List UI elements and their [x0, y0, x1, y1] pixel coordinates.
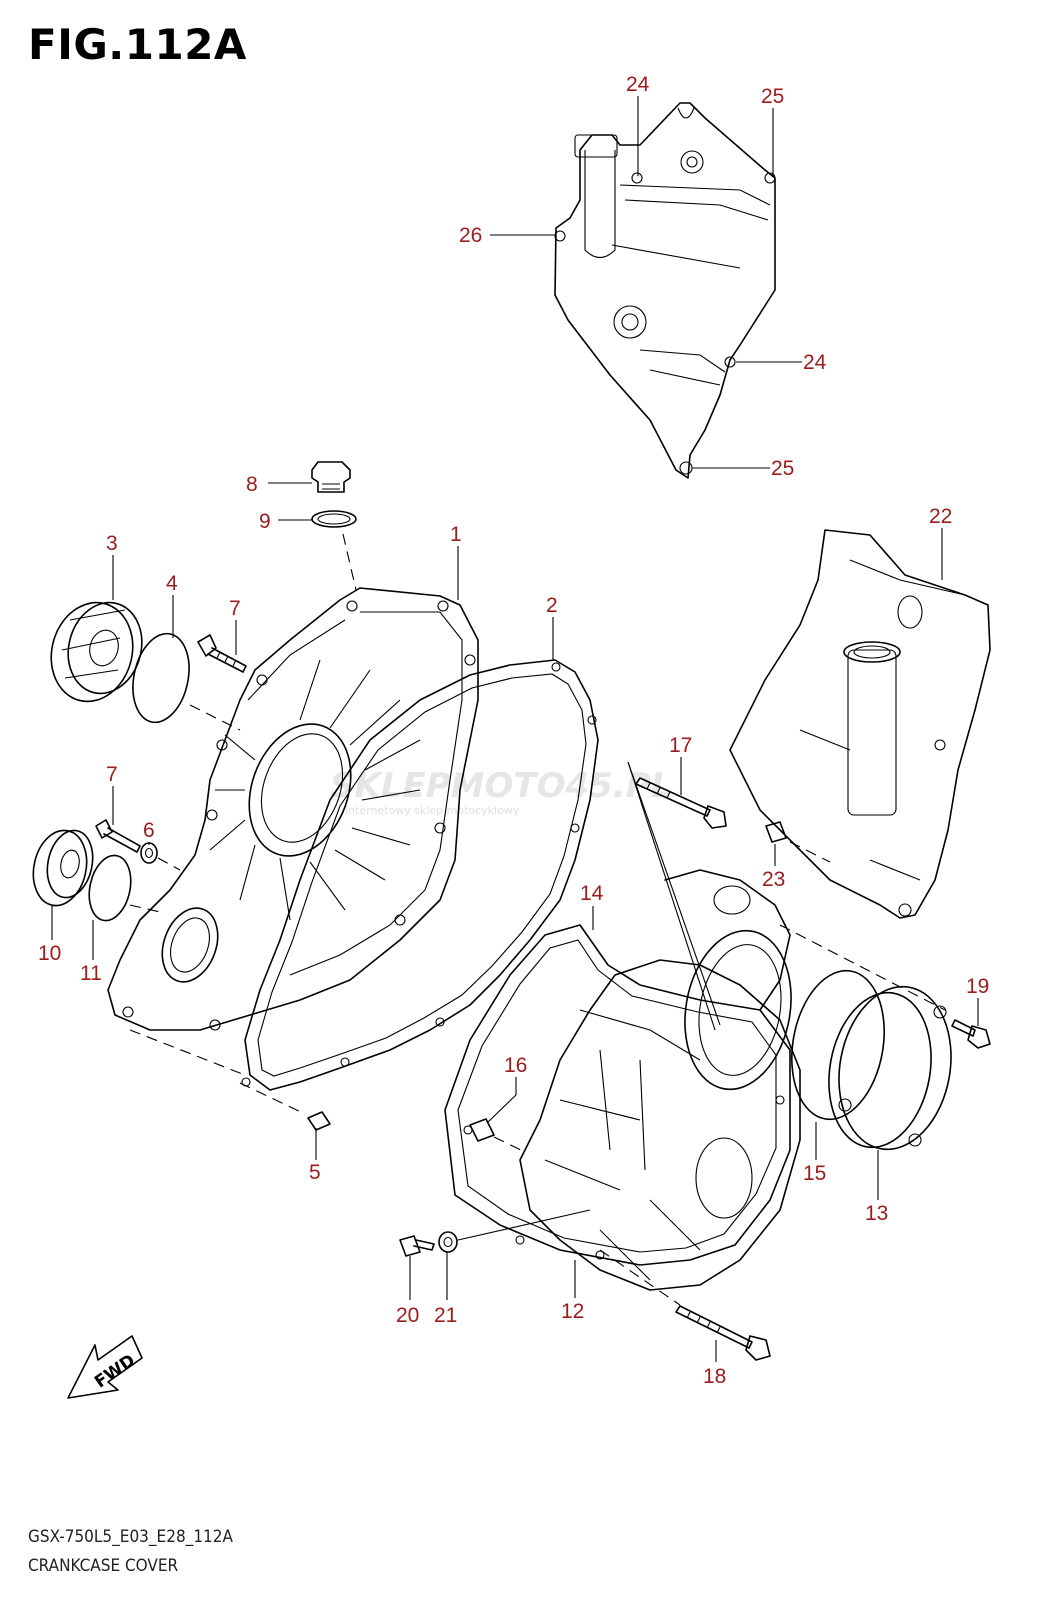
- gasket-14: [444, 924, 791, 1266]
- callouts: 1 2 3 4 5 6 7 7 8 9 10 11 12 13 14 15 16…: [38, 73, 989, 1388]
- callout-20: 20: [396, 1304, 419, 1327]
- cover-22: [729, 529, 991, 919]
- callout-22: 22: [929, 505, 952, 528]
- dowel-23: [765, 821, 787, 843]
- callout-21: 21: [434, 1304, 457, 1327]
- bolt-17: [635, 777, 727, 829]
- callout-25-bottom: 25: [771, 457, 794, 480]
- plug-10: [32, 829, 94, 907]
- callout-6: 6: [143, 819, 155, 842]
- fwd-arrow-icon: FWD: [67, 1335, 143, 1399]
- washer-6: [140, 842, 158, 864]
- watermark-tagline: internetowy sklep motocyklowy: [345, 804, 520, 817]
- o-ring-9: [311, 510, 357, 528]
- bolt-20: [399, 1235, 435, 1257]
- figure-title: FIG.112A: [28, 20, 247, 69]
- cap-13: [828, 985, 952, 1151]
- washer-21: [438, 1231, 458, 1253]
- o-ring-15: [791, 969, 885, 1121]
- dowel-16: [469, 1118, 495, 1142]
- callout-24-top: 24: [626, 73, 650, 96]
- callout-18: 18: [703, 1365, 726, 1388]
- callout-4: 4: [166, 572, 178, 595]
- callout-10: 10: [38, 942, 61, 965]
- figure-name: CRANKCASE COVER: [28, 1556, 179, 1576]
- callout-2: 2: [546, 594, 558, 617]
- callout-7-lower: 7: [106, 763, 118, 786]
- callout-26: 26: [459, 224, 482, 247]
- figure-code: GSX-750L5_E03_E28_112A: [28, 1527, 233, 1547]
- callout-14: 14: [580, 882, 604, 905]
- callout-13: 13: [865, 1202, 888, 1225]
- callout-25-top: 25: [761, 85, 784, 108]
- callout-19: 19: [966, 975, 989, 998]
- o-ring-4: [132, 632, 190, 724]
- plug-3: [50, 601, 143, 703]
- callout-15: 15: [803, 1162, 826, 1185]
- callout-24-right: 24: [803, 351, 827, 374]
- watermark: SKLEPMOTO45.PL internetowy sklep motocyk…: [330, 766, 672, 817]
- callout-23: 23: [762, 868, 785, 891]
- bolt-7-upper: [197, 634, 247, 673]
- watermark-brand: SKLEPMOTO45.PL: [330, 766, 672, 806]
- cover-12: [519, 869, 801, 1291]
- callout-1: 1: [450, 523, 462, 546]
- upper-cover-plate: [554, 102, 776, 479]
- gasket-2: [241, 659, 599, 1091]
- callout-12: 12: [561, 1300, 584, 1323]
- callout-7-upper: 7: [229, 597, 241, 620]
- bolt-7-lower: [95, 819, 141, 853]
- bolt-18: [675, 1305, 771, 1361]
- leader-lines: [51, 96, 979, 1362]
- callout-11: 11: [80, 962, 102, 985]
- crankcase-cover-1: [107, 587, 479, 1031]
- callout-17: 17: [669, 734, 692, 757]
- fwd-label: FWD: [91, 1351, 139, 1393]
- callout-8: 8: [246, 473, 258, 496]
- oil-filler-cap: [311, 461, 351, 493]
- dowel-5: [239, 1082, 331, 1131]
- callout-3: 3: [106, 532, 118, 555]
- o-ring-11: [88, 854, 132, 922]
- callout-5: 5: [309, 1161, 321, 1184]
- callout-16: 16: [504, 1054, 527, 1077]
- callout-9: 9: [259, 510, 271, 533]
- bolt-19: [951, 1019, 991, 1049]
